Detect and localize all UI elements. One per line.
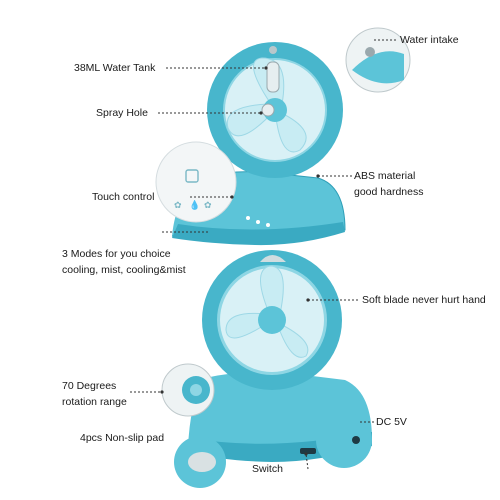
label-pad: 4pcs Non-slip pad [80,430,164,446]
label-switch: Switch [252,461,283,477]
label-abs-line1: ABS material [354,170,416,182]
fan-back-blade [260,265,284,321]
label-modes: 3 Modes for you choice cooling, mist, co… [62,246,186,278]
label-touch-control-text: Touch control [92,191,155,203]
leader-dots [160,66,320,456]
water-tank [266,61,280,93]
label-dc: DC 5V [376,414,407,430]
svg-text:💧: 💧 [189,199,200,211]
fan-front [171,42,346,246]
zoom-dc [316,412,372,468]
label-spray-hole-text: Spray Hole [96,107,148,119]
label-spray-hole: Spray Hole [96,105,148,121]
zoom-pad [174,436,226,488]
label-water-tank-text: 38ML Water Tank [74,62,156,74]
label-soft-blade-text: Soft blade never hurt hand [362,294,486,306]
leader-lines [130,39,398,470]
label-water-intake: Water intake [400,32,459,48]
label-water-tank: 38ML Water Tank [74,60,155,76]
label-rotation: 70 Degrees rotation range [62,378,127,410]
label-abs-material: ABS material good hardness [354,168,423,200]
label-rotation-line1: 70 Degrees [62,380,117,392]
label-modes-line1: 3 Modes for you choice [62,248,171,260]
zoom-touch-control: ✿ 💧 ✿ [155,141,237,223]
label-soft-blade: Soft blade never hurt hand [362,292,486,308]
label-touch-control: Touch control [92,189,154,205]
label-rotation-line2: rotation range [62,396,127,408]
label-water-intake-text: Water intake [400,34,459,46]
spray-hole [261,103,275,117]
label-abs-line2: good hardness [354,186,424,198]
label-pad-text: 4pcs Non-slip pad [80,432,165,444]
label-dc-text: DC 5V [376,416,407,428]
zoom-water-intake [345,27,411,93]
svg-text:✿: ✿ [174,201,182,211]
svg-text:✿: ✿ [204,201,212,211]
zoom-rotation [161,363,215,417]
fan-back [188,250,372,462]
switch-slot [300,448,316,454]
label-switch-text: Switch [252,463,283,475]
label-modes-line2: cooling, mist, cooling&mist [62,264,186,276]
